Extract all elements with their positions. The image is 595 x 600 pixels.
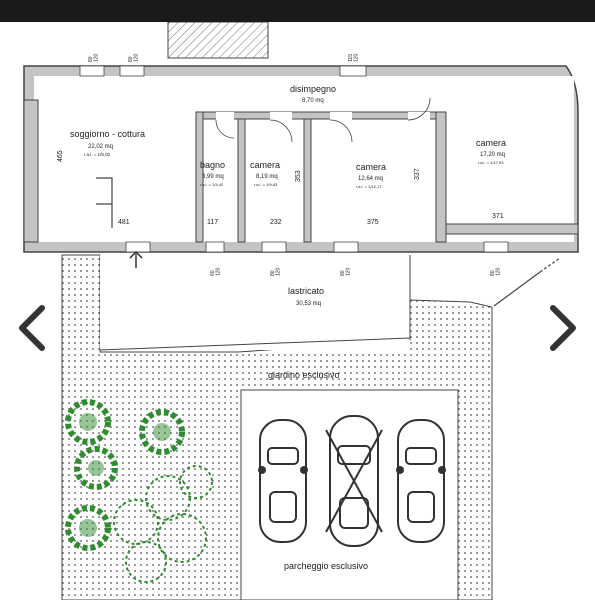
dim-337: 337 xyxy=(414,168,421,180)
dim-481: 481 xyxy=(118,219,130,226)
parking-area xyxy=(240,389,459,600)
room-camera1-sub: r.a.i. = 1/9,83 xyxy=(254,182,278,187)
next-image-button[interactable] xyxy=(535,298,591,358)
room-camera3-name: camera xyxy=(476,138,506,148)
room-camera3-sub: r.a.i. = 1/17,93 xyxy=(478,160,504,165)
dim-232: 232 xyxy=(270,219,282,226)
chevron-right-icon xyxy=(548,303,578,353)
shrub-cluster xyxy=(113,465,213,583)
window-label-top-3: 115120 xyxy=(348,53,360,62)
hatched-area xyxy=(167,22,269,59)
room-disimpegno-name: disimpegno xyxy=(290,84,336,94)
dim-375: 375 xyxy=(367,219,379,226)
window-label-bottom-4: 80120 xyxy=(490,267,502,276)
viewer-top-bar xyxy=(0,0,595,22)
giardino-label: giardino esclusivo xyxy=(268,370,340,380)
lastricato-area: 30,53 mq xyxy=(296,301,321,307)
room-disimpegno-area: 8,70 mq xyxy=(302,98,324,104)
tree xyxy=(74,446,118,490)
room-camera2-sub: r.a.i. = 1/12,17 xyxy=(356,184,382,189)
car xyxy=(396,419,446,543)
room-camera3-area: 17,20 mq xyxy=(480,152,505,158)
tree xyxy=(65,399,111,445)
room-soggiorno-sub: r.a.i. = 1/9,02 xyxy=(84,152,111,157)
room-soggiorno-area: 22,02 mq xyxy=(88,144,113,150)
car-crossed xyxy=(325,415,383,547)
room-camera1-area: 8,19 mq xyxy=(256,174,278,180)
room-camera1-name: camera xyxy=(250,160,280,170)
parcheggio-label: parcheggio esclusivo xyxy=(284,561,368,571)
window-label-bottom-1: 60120 xyxy=(210,267,222,276)
floor-plan: soggiorno - cottura 22,02 mq r.a.i. = 1/… xyxy=(0,22,595,600)
window-label-bottom-3: 80120 xyxy=(340,267,352,276)
room-bagno-sub: r.a.i. = 1/4,42 xyxy=(200,182,224,187)
room-soggiorno-name: soggiorno - cottura xyxy=(70,129,145,139)
dim-353: 353 xyxy=(295,170,302,182)
window-label-bottom-2: 80120 xyxy=(270,267,282,276)
room-bagno-name: bagno xyxy=(200,160,225,170)
tree xyxy=(65,505,111,551)
car xyxy=(258,419,308,543)
dim-371: 371 xyxy=(492,213,504,220)
chevron-left-icon xyxy=(17,303,47,353)
dim-465: 465 xyxy=(57,150,64,162)
room-bagno-area: 3,99 mq xyxy=(202,174,224,180)
room-camera2-area: 12,64 mq xyxy=(358,176,383,182)
tree xyxy=(139,409,185,455)
window-label-top-1: 80120 xyxy=(88,53,100,62)
room-camera2-name: camera xyxy=(356,162,386,172)
window-label-top-2: 80120 xyxy=(128,53,140,62)
lastricato-label: lastricato xyxy=(288,286,324,296)
dim-117: 117 xyxy=(207,219,218,226)
prev-image-button[interactable] xyxy=(4,298,60,358)
